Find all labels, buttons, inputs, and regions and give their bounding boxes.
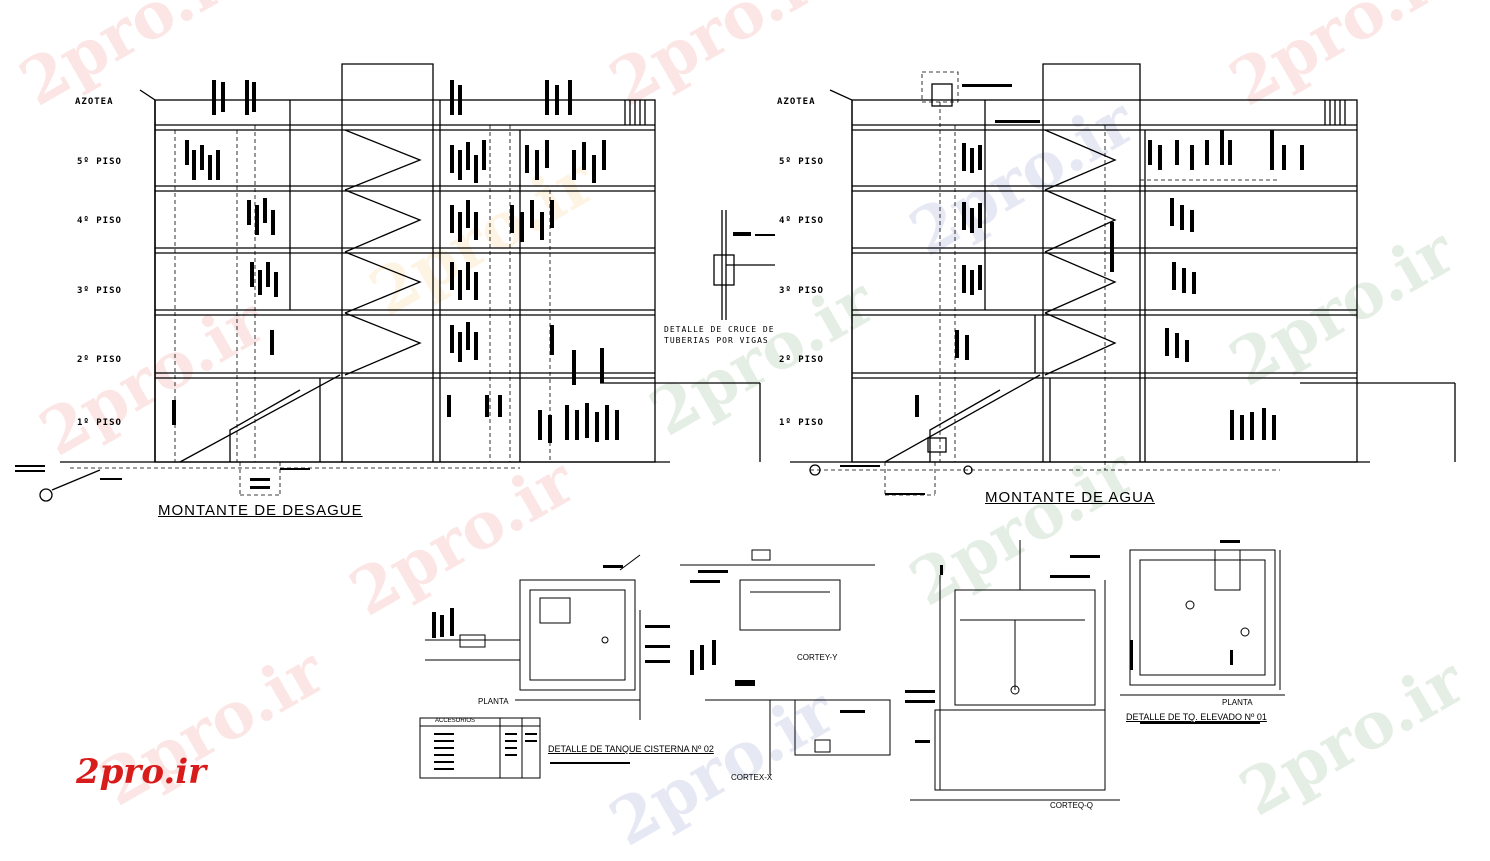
floor-label-1: 1º PISO	[779, 418, 824, 428]
floor-label-4: 4º PISO	[779, 216, 824, 226]
cisterna-detail	[419, 549, 891, 779]
floor-label-2: 2º PISO	[779, 355, 824, 365]
detail-cross-line1: DETALLE DE CRUCE DE	[664, 325, 775, 334]
elevado-planta-label: PLANTA	[1222, 698, 1253, 707]
elevado-title-text: DETALLE DE TQ. ELEVADO Nº 01	[1126, 712, 1267, 722]
elevado-corte-q-label: CORTEQ-Q	[1050, 801, 1093, 810]
floor-label-3: 3º PISO	[77, 286, 122, 296]
cisterna-title: DETALLE DE TANQUE CISTERNA Nº 02	[548, 744, 714, 754]
agua-title: MONTANTE DE AGUA	[985, 489, 1155, 506]
desague-title: MONTANTE DE DESAGUE	[158, 502, 363, 519]
floor-label-2: 2º PISO	[77, 355, 122, 365]
cisterna-legend-header: ACCESORIOS	[435, 718, 476, 724]
floor-label-5: 5º PISO	[779, 157, 824, 167]
desague-section	[15, 63, 761, 502]
agua-title-text: MONTANTE DE AGUA	[985, 489, 1155, 506]
detail-cross-line2: TUBERIAS POR VIGAS	[664, 336, 769, 345]
floor-label-5: 5º PISO	[77, 157, 122, 167]
brand-logo: 2pro.ir	[76, 752, 207, 792]
floor-label-3: 3º PISO	[779, 286, 824, 296]
floor-label-azotea: AZOTEA	[777, 97, 816, 107]
detail-cross	[713, 210, 775, 320]
floor-label-4: 4º PISO	[77, 216, 122, 226]
cisterna-title-text: DETALLE DE TANQUE CISTERNA Nº 02	[548, 744, 714, 754]
cisterna-corte-x-label: CORTEX-X	[731, 773, 773, 782]
cisterna-corte-y-label: CORTEY-Y	[797, 653, 838, 662]
agua-section	[790, 63, 1456, 496]
floor-label-1: 1º PISO	[77, 418, 122, 428]
elevado-detail	[905, 540, 1285, 801]
elevado-title: DETALLE DE TQ. ELEVADO Nº 01	[1126, 712, 1267, 722]
cisterna-planta-label: PLANTA	[478, 697, 509, 706]
desague-title-text: MONTANTE DE DESAGUE	[158, 502, 363, 519]
floor-label-azotea: AZOTEA	[75, 97, 114, 107]
